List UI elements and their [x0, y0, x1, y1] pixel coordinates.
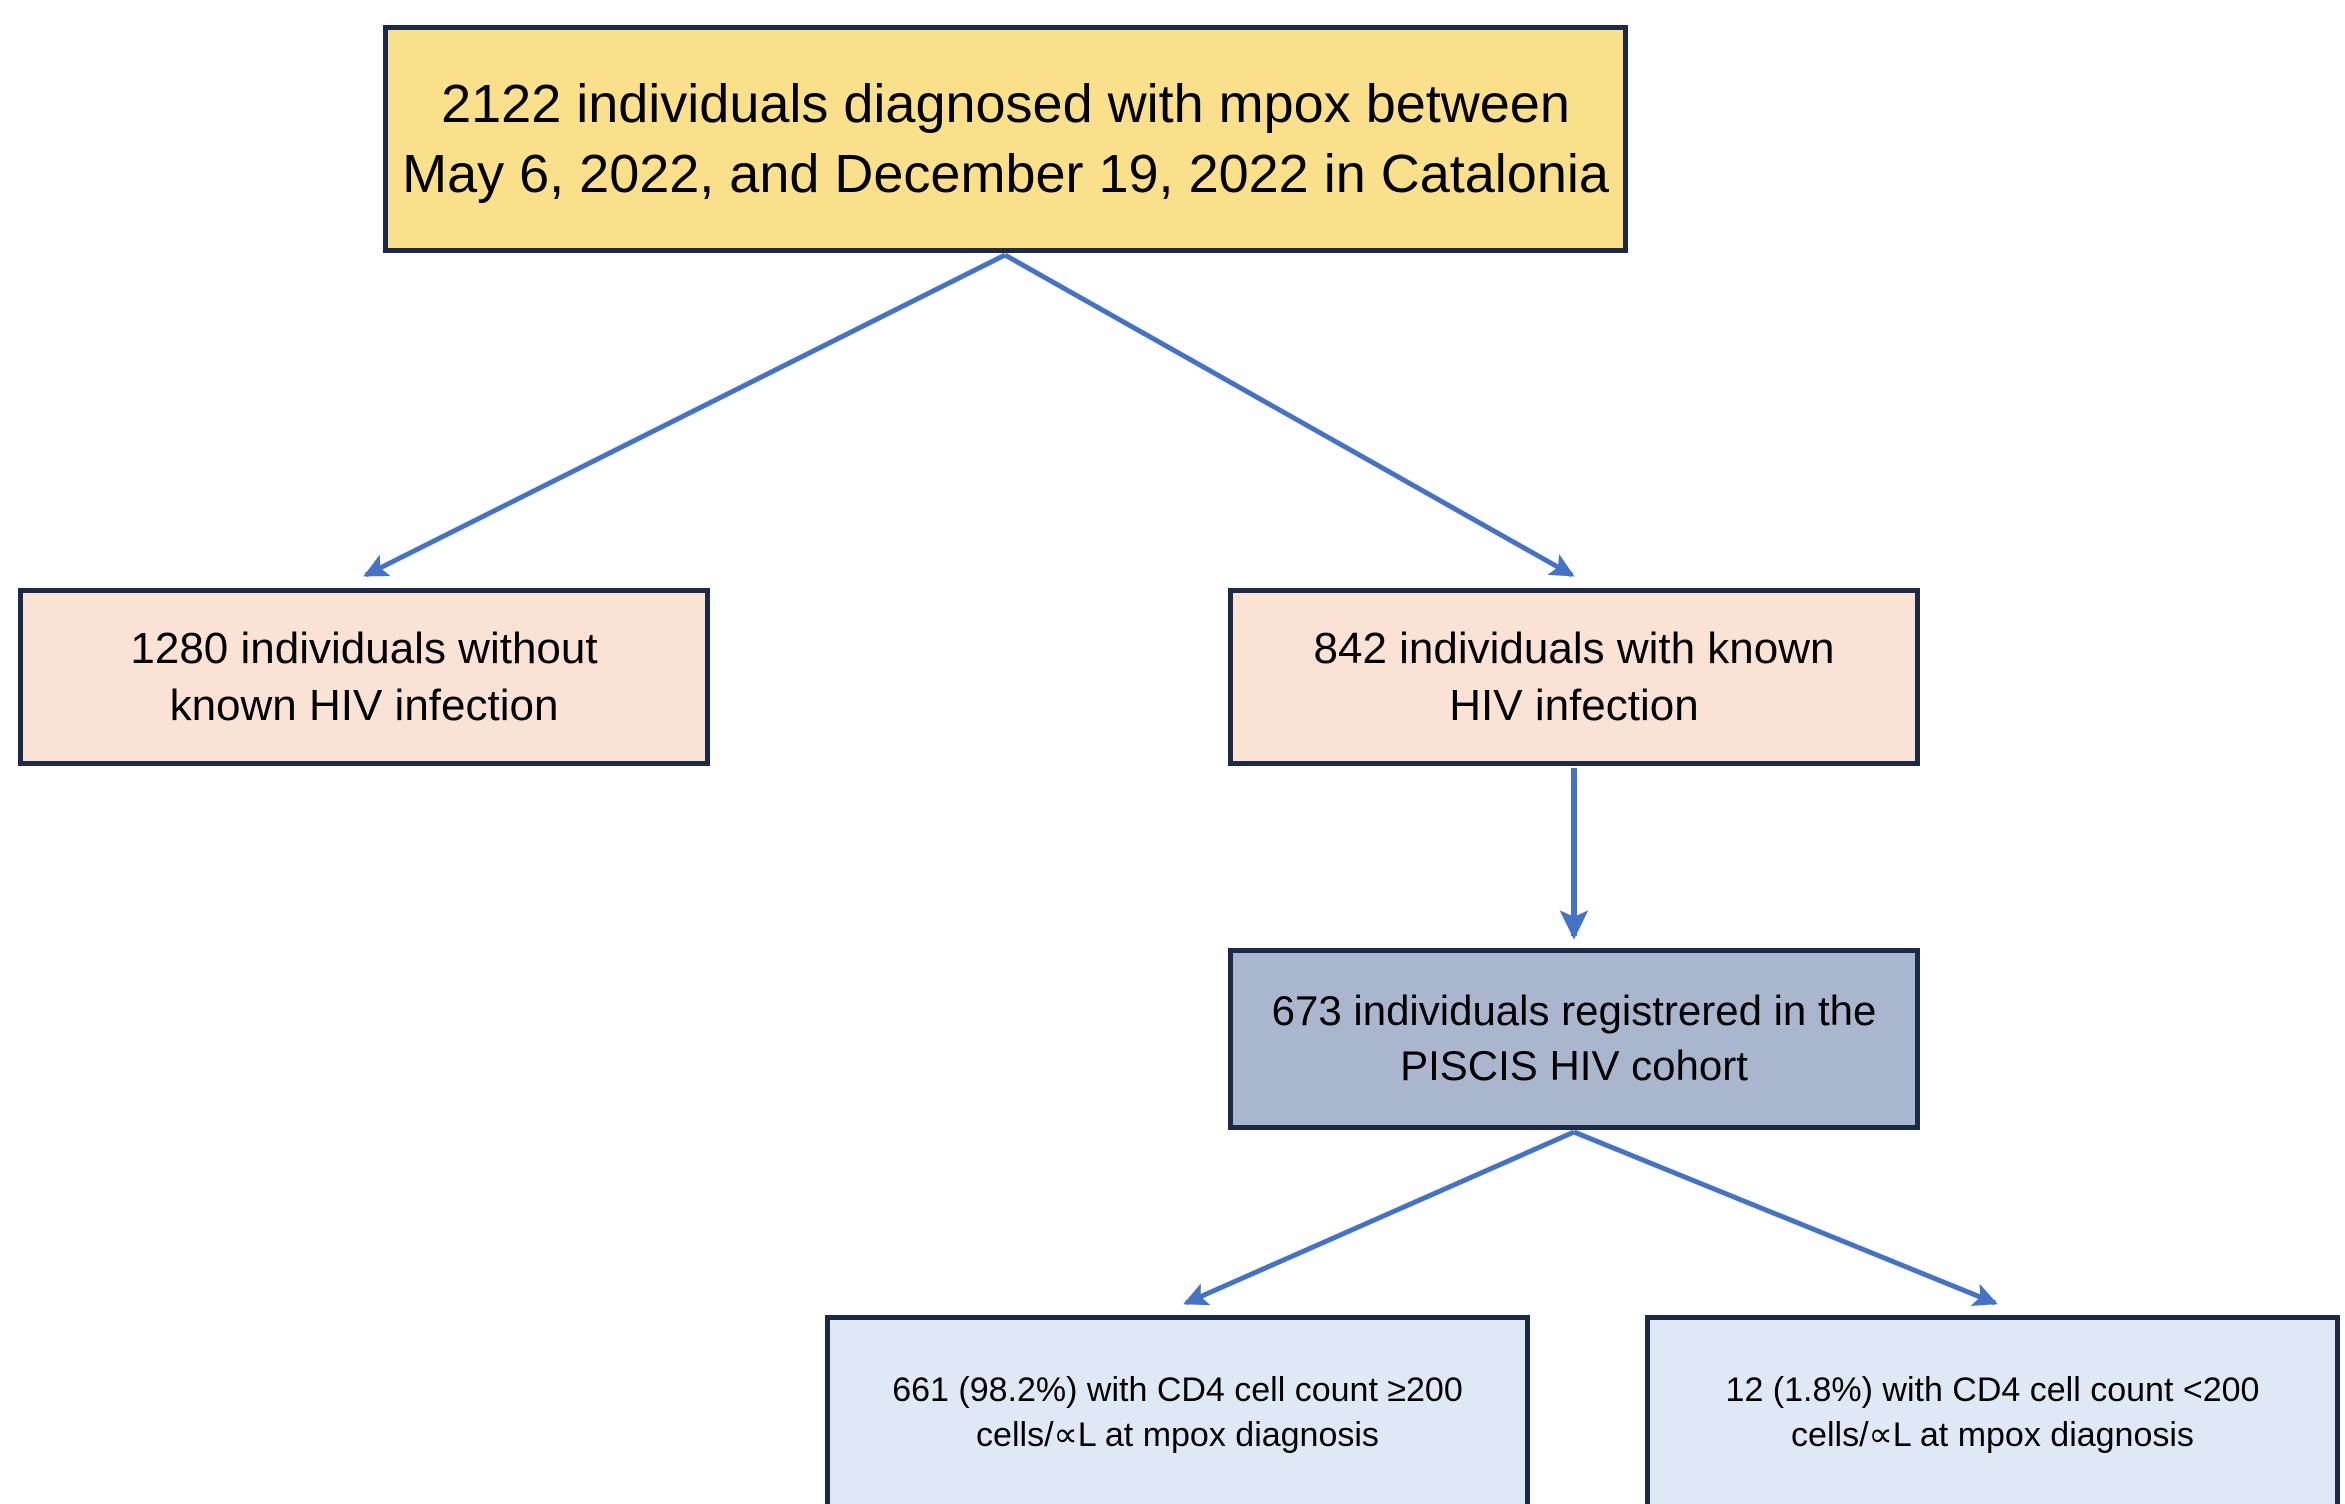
- node-piscis-cohort-label: 673 individuals registrered in the PISCI…: [1271, 987, 1877, 1089]
- node-with-known-hiv-label: 842 individuals with known HIV infection: [1313, 623, 1835, 730]
- edge-piscis-to-cd4-high: [1183, 1129, 1576, 1306]
- node-total-cohort: 2122 individuals diagnosed with mpox bet…: [383, 25, 1628, 253]
- edge-total-to-known-hiv: [1003, 252, 1575, 578]
- node-piscis-cohort: 673 individuals registrered in the PISCI…: [1228, 948, 1920, 1130]
- node-with-known-hiv: 842 individuals with known HIV infection: [1228, 588, 1920, 766]
- node-without-known-hiv: 1280 individuals without known HIV infec…: [18, 588, 710, 766]
- node-cd4-ge-200: 661 (98.2%) with CD4 cell count ≥200 cel…: [825, 1315, 1530, 1504]
- edge-piscis-to-cd4-low: [1573, 1129, 1998, 1307]
- node-cd4-lt-200: 12 (1.8%) with CD4 cell count <200 cells…: [1645, 1315, 2340, 1504]
- node-total-cohort-label: 2122 individuals diagnosed with mpox bet…: [402, 73, 1609, 204]
- edge-total-to-no-hiv: [363, 252, 1007, 578]
- node-cd4-lt-200-label: 12 (1.8%) with CD4 cell count <200 cells…: [1725, 1371, 2260, 1454]
- node-cd4-ge-200-label: 661 (98.2%) with CD4 cell count ≥200 cel…: [892, 1371, 1463, 1454]
- node-without-known-hiv-label: 1280 individuals without known HIV infec…: [130, 623, 598, 730]
